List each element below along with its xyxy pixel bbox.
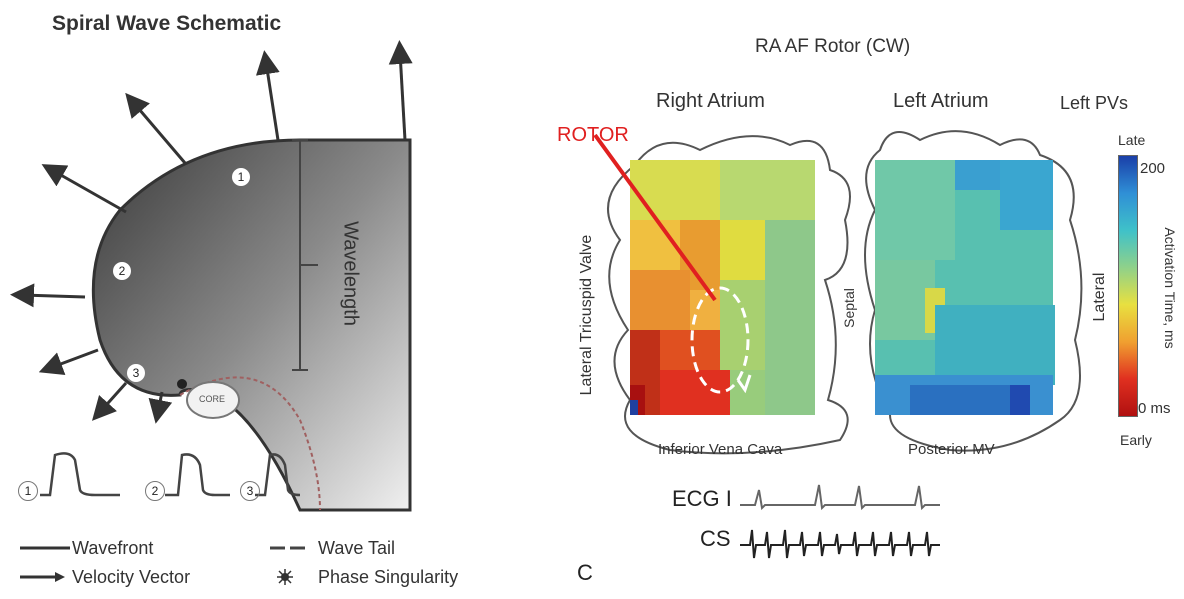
cs-label: CS: [700, 526, 731, 551]
left-atrium-outline: [864, 130, 1083, 452]
legend-symbols: [20, 546, 305, 585]
marker-1: 1: [232, 168, 250, 186]
septal-label: Septal: [841, 288, 857, 328]
trace-marker-2: 2: [145, 481, 165, 501]
colorbar-min-label: 0 ms: [1138, 400, 1171, 417]
left-pvs-label: Left PVs: [1060, 93, 1129, 113]
ecg-label: ECG I: [672, 486, 732, 511]
spiral-wave-diagram: [10, 40, 413, 512]
phase-singularity: [177, 379, 187, 389]
velocity-vectors: [10, 40, 413, 424]
left-atrium-heatmap: [875, 160, 1055, 415]
action-potential-traces: [40, 452, 301, 497]
right-atrium-label: Right Atrium: [656, 90, 765, 112]
colorbar-axis-title: Activation Time, ms: [1162, 227, 1178, 349]
legend-velocity-vector: Velocity Vector: [72, 567, 191, 587]
ecg-i-trace: [740, 484, 940, 511]
colorbar-max-label: 200: [1140, 160, 1166, 177]
core-circle: [186, 381, 240, 419]
legend-wavefront: Wavefront: [72, 538, 154, 558]
right-atrium-heatmap: [630, 160, 815, 415]
lateral-tricuspid-label: Lateral Tricuspid Valve: [578, 234, 595, 396]
posterior-mv-label: Posterior MV: [908, 441, 995, 458]
rotor-panel-title: RA AF Rotor (CW): [755, 36, 911, 57]
colorbar-late-label: Late: [1118, 132, 1146, 148]
legend-phase-singularity: Phase Singularity: [318, 567, 459, 587]
legend-wave-tail: Wave Tail: [318, 538, 396, 558]
atrial-activation-maps: [593, 130, 1083, 455]
colorbar-early-label: Early: [1120, 432, 1152, 448]
left-atrium-label: Left Atrium: [893, 90, 989, 112]
marker-3: 3: [127, 364, 145, 382]
trace-marker-3: 3: [240, 481, 260, 501]
ecg-traces: [740, 484, 940, 559]
marker-2: 2: [113, 262, 131, 280]
wavelength-label: Wavelength: [339, 221, 362, 326]
trace-marker-1: 1: [18, 481, 38, 501]
core-label: CORE: [199, 394, 226, 404]
lateral-label: Lateral: [1091, 272, 1108, 322]
cs-trace: [740, 529, 940, 559]
wave-tail: [179, 376, 321, 511]
panel-letter: C: [577, 560, 593, 585]
rotor-label: ROTOR: [557, 124, 629, 146]
schematic-title: Spiral Wave Schematic: [52, 12, 282, 35]
ivc-label: Inferior Vena Cava: [658, 441, 783, 458]
right-atrium-outline: [607, 135, 851, 455]
colorbar: [1118, 155, 1138, 417]
